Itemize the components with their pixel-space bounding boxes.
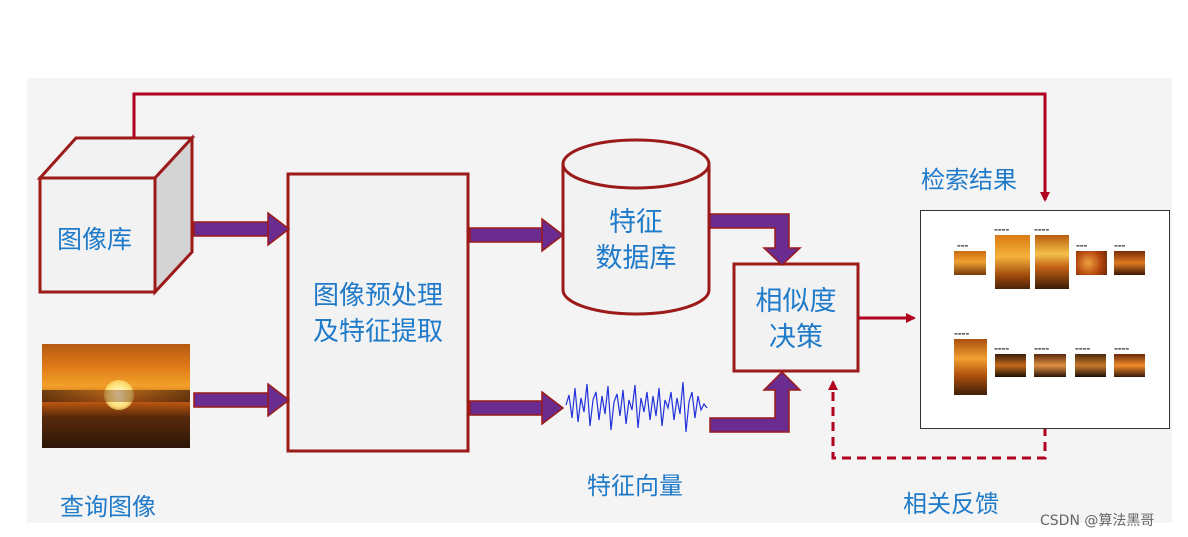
feature-db-label-line1: 特征 xyxy=(609,207,663,238)
query-image xyxy=(42,344,190,448)
result-thumbnail-6 xyxy=(954,339,987,395)
result-thumbnail-10 xyxy=(1114,354,1145,377)
similarity-label-line1: 相似度 xyxy=(755,286,837,317)
image-library-label: 图像库 xyxy=(57,225,133,254)
result-thumbnail-8 xyxy=(1034,354,1066,377)
similarity-label: 相似度 决策 xyxy=(734,284,858,356)
feature-vector-waveform xyxy=(565,381,708,433)
result-thumbnail-4 xyxy=(1076,251,1107,275)
arrow-preprocess-to-db xyxy=(469,217,565,253)
preprocess-label: 图像预处理 及特征提取 xyxy=(288,278,468,350)
result-thumbnail-5 xyxy=(1114,251,1145,275)
result-caption: ▬▬▬ xyxy=(1076,243,1088,248)
feature-db-label: 特征 数据库 xyxy=(563,205,709,277)
result-caption: ▬▬▬ xyxy=(1114,243,1126,248)
result-caption: ▬▬▬ xyxy=(957,243,969,248)
retrieval-results-label: 检索结果 xyxy=(921,166,1017,194)
relevance-feedback-label: 相关反馈 xyxy=(903,490,999,518)
preprocess-box xyxy=(286,172,470,453)
preprocess-label-line1: 图像预处理 xyxy=(312,281,443,311)
result-thumbnail-9 xyxy=(1075,354,1106,377)
arrow-preprocess-to-vector xyxy=(469,390,565,426)
arrow-query-to-preprocess xyxy=(193,382,291,418)
result-caption: ▬▬▬▬ xyxy=(954,331,970,336)
image-library-cube xyxy=(36,134,196,296)
cloud-band xyxy=(42,390,190,402)
result-thumbnail-2 xyxy=(995,235,1030,289)
similarity-label-line2: 决策 xyxy=(769,322,823,353)
watermark: CSDN @算法黑哥 xyxy=(1040,513,1155,529)
result-caption: ▬▬▬▬ xyxy=(1034,227,1050,232)
preprocess-label-line2: 及特征提取 xyxy=(312,317,443,347)
result-caption: ▬▬▬▬ xyxy=(1075,346,1091,351)
feature-db-label-line2: 数据库 xyxy=(595,243,677,274)
arrow-library-to-preprocess xyxy=(193,211,291,247)
feature-vector-label: 特征向量 xyxy=(587,472,683,500)
result-caption: ▬▬▬▬ xyxy=(994,346,1010,351)
query-image-label: 查询图像 xyxy=(60,493,156,521)
arrow-db-to-similarity xyxy=(709,213,802,267)
retrieval-results-panel: ▬▬▬ ▬▬▬▬ ▬▬▬▬ ▬▬▬ ▬▬▬ ▬▬▬▬ ▬▬▬▬ ▬▬▬▬ ▬▬▬… xyxy=(920,210,1170,429)
result-thumbnail-1 xyxy=(954,251,986,275)
arrow-relevance-feedback xyxy=(828,380,1047,460)
feature-database-cylinder xyxy=(561,138,711,316)
result-thumbnail-7 xyxy=(995,354,1026,377)
arrow-library-to-results xyxy=(132,92,1050,202)
result-caption: ▬▬▬▬ xyxy=(1034,346,1050,351)
arrow-vector-to-similarity xyxy=(709,370,802,433)
result-thumbnail-3 xyxy=(1035,235,1069,289)
result-caption: ▬▬▬▬ xyxy=(1114,346,1130,351)
result-caption: ▬▬▬▬ xyxy=(994,227,1010,232)
